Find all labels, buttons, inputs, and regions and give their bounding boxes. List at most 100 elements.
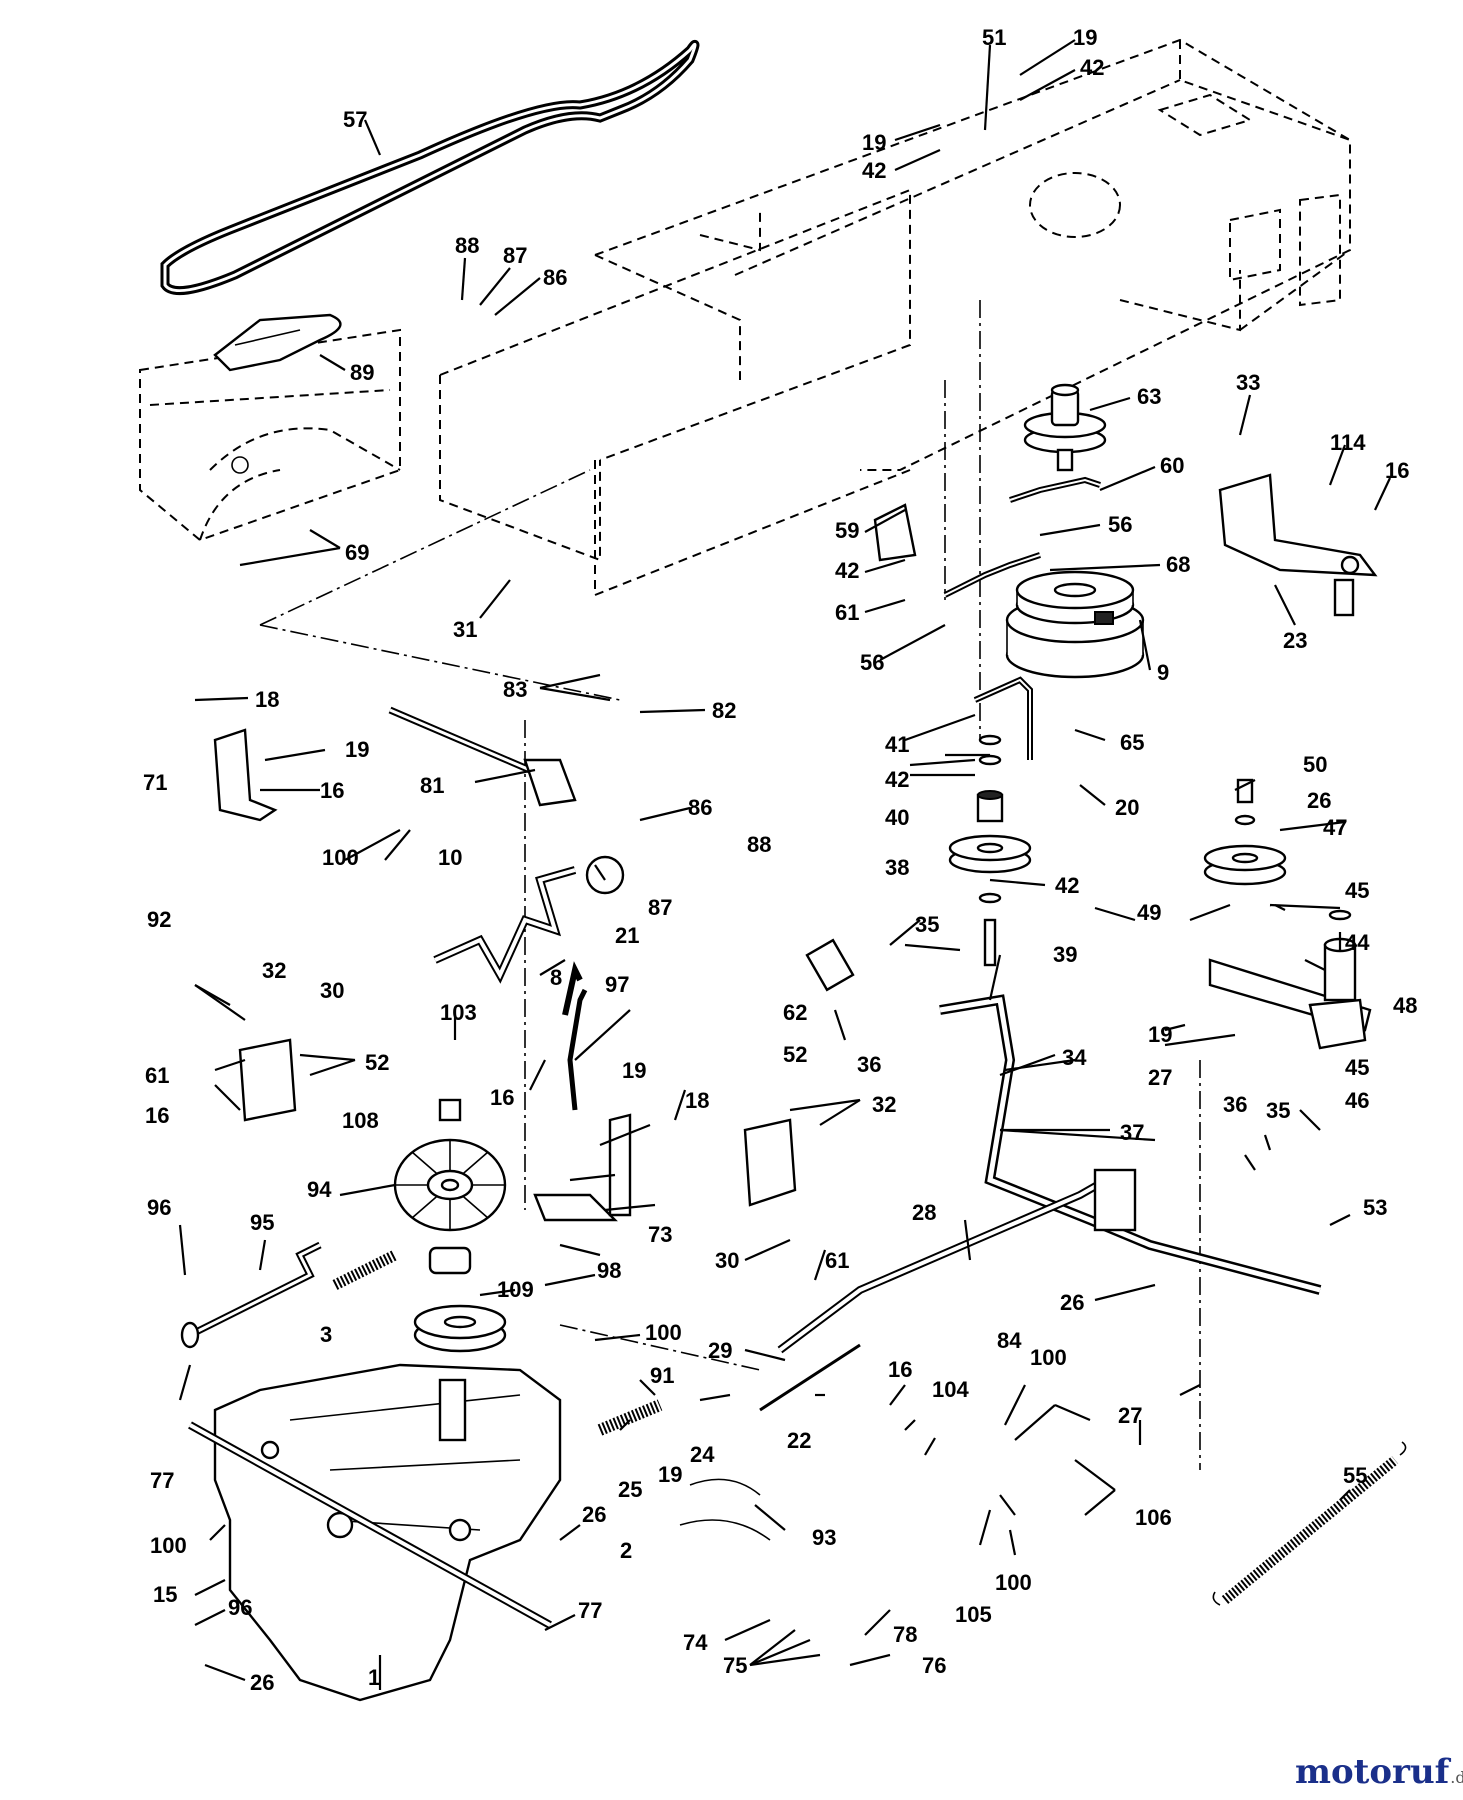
label-86: 86 (688, 795, 712, 820)
label-30: 30 (320, 978, 344, 1003)
label-16: 16 (1385, 458, 1409, 483)
label-51: 51 (982, 25, 1006, 50)
label-63: 63 (1137, 384, 1161, 409)
cross-shaft (388, 706, 577, 807)
label-19: 19 (658, 1462, 682, 1487)
label-96: 96 (228, 1595, 252, 1620)
label-76: 76 (922, 1653, 946, 1678)
label-37: 37 (1120, 1120, 1144, 1145)
label-57: 57 (343, 107, 367, 132)
electric-pto-clutch (1005, 570, 1145, 679)
label-94: 94 (307, 1177, 332, 1202)
bracket-23 (1218, 473, 1378, 617)
label-87: 87 (503, 243, 527, 268)
label-18: 18 (685, 1088, 709, 1113)
chassis-frame (139, 38, 1351, 1470)
label-25: 25 (618, 1477, 642, 1502)
idler-pulley-47 (1203, 778, 1287, 886)
label-30: 30 (715, 1248, 739, 1273)
label-95: 95 (250, 1210, 274, 1235)
label-69: 69 (345, 540, 369, 565)
label-88: 88 (747, 832, 771, 857)
label-56: 56 (860, 650, 884, 675)
label-42: 42 (1080, 55, 1104, 80)
label-46: 46 (1345, 1088, 1369, 1113)
label-19: 19 (1148, 1022, 1172, 1047)
label-114: 114 (1330, 430, 1366, 455)
label-18: 18 (255, 687, 279, 712)
label-98: 98 (597, 1258, 621, 1283)
label-44: 44 (1345, 930, 1370, 955)
label-82: 82 (712, 698, 736, 723)
label-71: 71 (143, 770, 167, 795)
label-19: 19 (622, 1058, 646, 1083)
label-109: 109 (497, 1277, 534, 1302)
label-81: 81 (420, 773, 444, 798)
watermark-text: motoruf.de (1295, 1752, 1463, 1792)
label-26: 26 (582, 1502, 606, 1527)
label-61: 61 (825, 1248, 849, 1273)
label-45: 45 (1345, 878, 1369, 903)
idler-pulley (948, 734, 1032, 967)
label-42: 42 (885, 767, 909, 792)
label-61: 61 (145, 1063, 169, 1088)
label-23: 23 (1283, 628, 1307, 653)
label-77: 77 (578, 1598, 602, 1623)
label-31: 31 (453, 617, 477, 642)
label-36: 36 (1223, 1092, 1247, 1117)
label-3: 3 (320, 1322, 332, 1347)
label-16: 16 (320, 778, 344, 803)
label-38: 38 (885, 855, 909, 880)
part-labels: 57 51 19 42 19 42 88 87 86 89 69 31 63 3… (143, 25, 1417, 1695)
label-91: 91 (650, 1363, 674, 1388)
spring-95 (180, 1241, 398, 1349)
label-86: 86 (543, 265, 567, 290)
label-21: 21 (615, 923, 639, 948)
label-74: 74 (683, 1630, 708, 1655)
label-52: 52 (365, 1050, 389, 1075)
label-19: 19 (345, 737, 369, 762)
label-26: 26 (1307, 788, 1331, 813)
label-49: 49 (1137, 900, 1161, 925)
label-1: 1 (368, 1665, 380, 1690)
label-56: 56 (1108, 512, 1132, 537)
label-29: 29 (708, 1338, 732, 1363)
label-96: 96 (147, 1195, 171, 1220)
label-100: 100 (150, 1533, 187, 1558)
label-100: 100 (995, 1570, 1032, 1595)
label-47: 47 (1323, 815, 1347, 840)
label-10: 10 (438, 845, 462, 870)
label-87: 87 (648, 895, 672, 920)
label-42: 42 (835, 558, 859, 583)
label-27: 27 (1148, 1065, 1172, 1090)
label-20: 20 (1115, 795, 1139, 820)
label-92: 92 (147, 907, 171, 932)
label-39: 39 (1053, 942, 1077, 967)
label-88: 88 (455, 233, 479, 258)
label-100: 100 (1030, 1345, 1067, 1370)
label-104: 104 (932, 1377, 969, 1402)
label-83: 83 (503, 677, 527, 702)
watermark-suffix: .de (1450, 1768, 1463, 1787)
links (562, 476, 1101, 1111)
label-89: 89 (350, 360, 374, 385)
label-16: 16 (490, 1085, 514, 1110)
label-103: 103 (440, 1000, 477, 1025)
shift-lever (433, 855, 625, 984)
label-100: 100 (645, 1320, 682, 1345)
label-68: 68 (1166, 552, 1190, 577)
label-45: 45 (1345, 1055, 1369, 1080)
label-19: 19 (862, 130, 886, 155)
label-19: 19 (1073, 25, 1097, 50)
label-108: 108 (342, 1108, 379, 1133)
label-84: 84 (997, 1328, 1022, 1353)
label-53: 53 (1363, 1195, 1387, 1220)
label-62: 62 (783, 1000, 807, 1025)
label-93: 93 (812, 1525, 836, 1550)
transaxle-pulley (413, 1304, 507, 1353)
return-spring (1212, 1441, 1407, 1606)
label-55: 55 (1343, 1463, 1367, 1488)
label-106: 106 (1135, 1505, 1172, 1530)
label-78: 78 (893, 1622, 917, 1647)
